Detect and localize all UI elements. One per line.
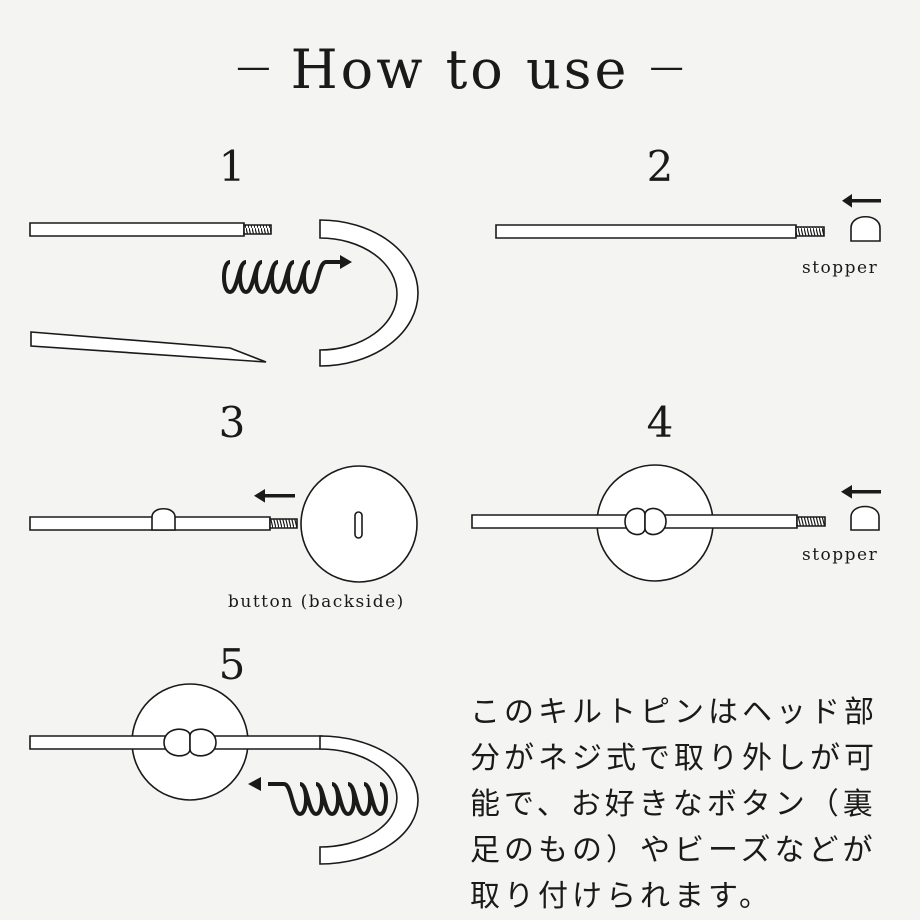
page-title: — How to use — (0, 38, 920, 101)
step-3-pin-rod (30, 517, 270, 530)
step-1-arrow-head-icon (340, 255, 352, 269)
step-2-illustration (496, 194, 881, 241)
step-1-pin-rod (30, 223, 244, 236)
step-4-pin-thread (797, 517, 825, 526)
step-3-button-backside (301, 466, 417, 582)
step-1-number: 1 (218, 142, 246, 191)
step-2-stopper-icon (851, 217, 880, 241)
step-1-illustration (30, 220, 418, 366)
step-2-number: 2 (646, 142, 674, 191)
step-1-pin-needle (31, 332, 266, 362)
step-3-pin-thread (270, 519, 297, 528)
step-4-caption: stopper (802, 545, 879, 565)
title-dash-left: — (236, 47, 271, 87)
step-4-stopper-left (625, 508, 645, 534)
description-line: 能で、お好きなボタン（裏 (470, 787, 877, 822)
step-3-button-shank-hole (355, 512, 362, 538)
description-line: 分がネジ式で取り外しが可 (470, 741, 878, 776)
step-5-number: 5 (218, 640, 246, 689)
step-4-stopper-icon (851, 507, 879, 531)
step-5-stopper-left (164, 729, 190, 756)
title-text: How to use (290, 38, 630, 101)
step-2-pin-rod (496, 225, 796, 238)
step-3-number: 3 (218, 398, 246, 447)
step-3-illustration (30, 466, 417, 582)
description-line: 取り付けられます。 (470, 879, 773, 914)
step-4-arrow-icon (841, 485, 881, 499)
step-3-arrow-icon (254, 489, 295, 503)
step-1-spiral-icon (224, 262, 344, 292)
description-line: 足のもの）やビーズなどが (470, 833, 877, 868)
title-dash-right: — (649, 47, 684, 87)
step-2-pin-thread (796, 227, 824, 236)
step-5-stopper-right (190, 729, 216, 756)
step-3-caption: button (backside) (228, 592, 405, 612)
step-3-stopper-icon (152, 509, 175, 530)
description-line: このキルトピンはヘッド部 (470, 695, 878, 730)
step-5-illustration (30, 684, 418, 864)
description: このキルトピンはヘッド部 分がネジ式で取り外しが可 能で、お好きなボタン（裏 足… (470, 690, 890, 920)
step-2-caption: stopper (802, 258, 879, 278)
step-4-stopper-right (645, 508, 666, 534)
step-1-hook (320, 220, 418, 366)
step-4-illustration (472, 465, 881, 581)
step-5-spiral-icon (268, 784, 386, 814)
step-5-arrow-head-icon (248, 777, 261, 791)
step-2-arrow-icon (842, 194, 881, 208)
step-4-number: 4 (646, 398, 674, 447)
step-5-hook (320, 736, 418, 864)
step-1-pin-thread (244, 225, 271, 234)
